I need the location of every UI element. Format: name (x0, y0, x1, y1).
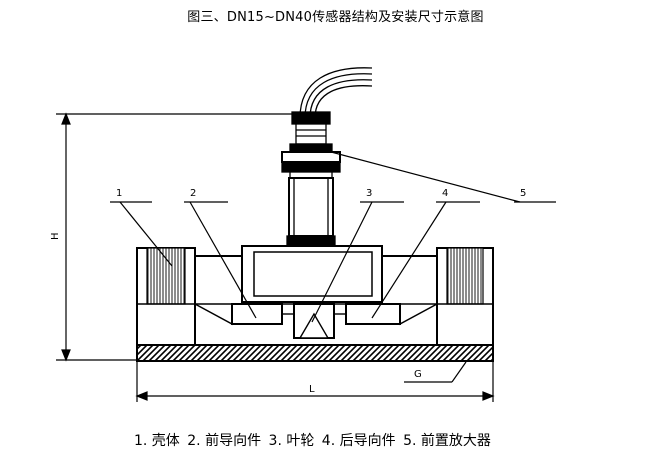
dimension-l-label: L (309, 384, 315, 395)
callout-5: 5 (520, 188, 526, 199)
callout-1: 1 (116, 188, 122, 199)
callout-leaders (110, 147, 556, 323)
impeller (282, 303, 346, 339)
legend-item-rear-guide: 4. 后导向件 (321, 433, 396, 449)
dimension-l (135, 361, 495, 402)
legend-item-shell: 1. 壳体 (134, 433, 180, 449)
parts-legend: 1. 壳体 2. 前导向件 3. 叶轮 4. 后导向件 5. 前置放大器 (134, 430, 654, 450)
legend-item-front-guide: 2. 前导向件 (187, 433, 262, 449)
callout-2: 2 (190, 188, 196, 199)
diagram-title: 图三、DN15~DN40传感器结构及安装尺寸示意图 (187, 10, 484, 25)
rear-guide (345, 303, 401, 325)
preamplifier (281, 111, 341, 247)
callout-4: 4 (442, 188, 448, 199)
legend-item-impeller: 3. 叶轮 (268, 433, 315, 449)
dimension-h (56, 112, 296, 362)
callout-3: 3 (366, 188, 372, 199)
sensor-shell (136, 245, 494, 349)
thread-g-label: G (414, 369, 422, 380)
cable (299, 67, 373, 119)
legend-item-preamplifier: 5. 前置放大器 (403, 433, 491, 449)
bottom-wall-section (136, 344, 494, 362)
dimension-h-label: H (50, 232, 61, 240)
front-guide (231, 303, 283, 325)
thread-g-leader (404, 361, 467, 383)
